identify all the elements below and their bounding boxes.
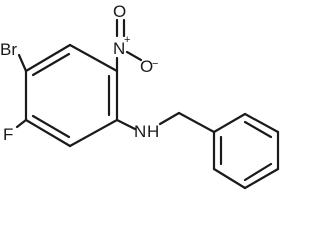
bond-c4-c5-inner: [31, 114, 71, 139]
bond-ch2-phenyl: [177, 111, 216, 134]
bond-nitro-n-o-right: [125, 50, 143, 62]
molecule-structure: Br F N + O O − N H: [0, 2, 280, 190]
bond-c1-c2: [68, 43, 119, 73]
atom-label-nitro-nitrogen: N: [113, 39, 125, 58]
bond-c5-f: [15, 118, 28, 129]
bond-p4-p5-outer: [243, 167, 280, 190]
bond-c4-c5-outer: [24, 118, 72, 148]
bond-p4-p5-inner: [243, 162, 273, 182]
nitro-oxygen-charge: −: [152, 58, 158, 70]
bond-p2-p3-outer: [243, 112, 280, 134]
bond-c3-c4: [68, 118, 119, 148]
nitro-nitrogen-charge: +: [124, 34, 130, 46]
atom-label-amine-hydrogen: H: [147, 122, 159, 141]
bond-p1-p2: [212, 112, 247, 134]
atom-label-fluorine: F: [3, 125, 13, 144]
bond-amine-n-ch2: [158, 111, 181, 126]
bond-c6-br: [17, 53, 28, 73]
aryl-ring-left: [24, 43, 119, 148]
bond-c6-c1-inner: [31, 52, 71, 77]
atom-label-bromine: Br: [0, 40, 17, 59]
bond-c3-amine-n: [115, 118, 137, 131]
atom-label-amine-nitrogen: N: [134, 122, 146, 141]
bond-p5-p6: [212, 167, 247, 190]
bond-c6-c1-outer: [24, 43, 72, 73]
atom-label-nitro-oxygen-right: O: [140, 57, 153, 76]
bond-p2-p3-inner: [243, 120, 273, 139]
phenyl-ring-right: [212, 112, 280, 190]
atom-label-nitro-oxygen-top: O: [113, 2, 126, 21]
